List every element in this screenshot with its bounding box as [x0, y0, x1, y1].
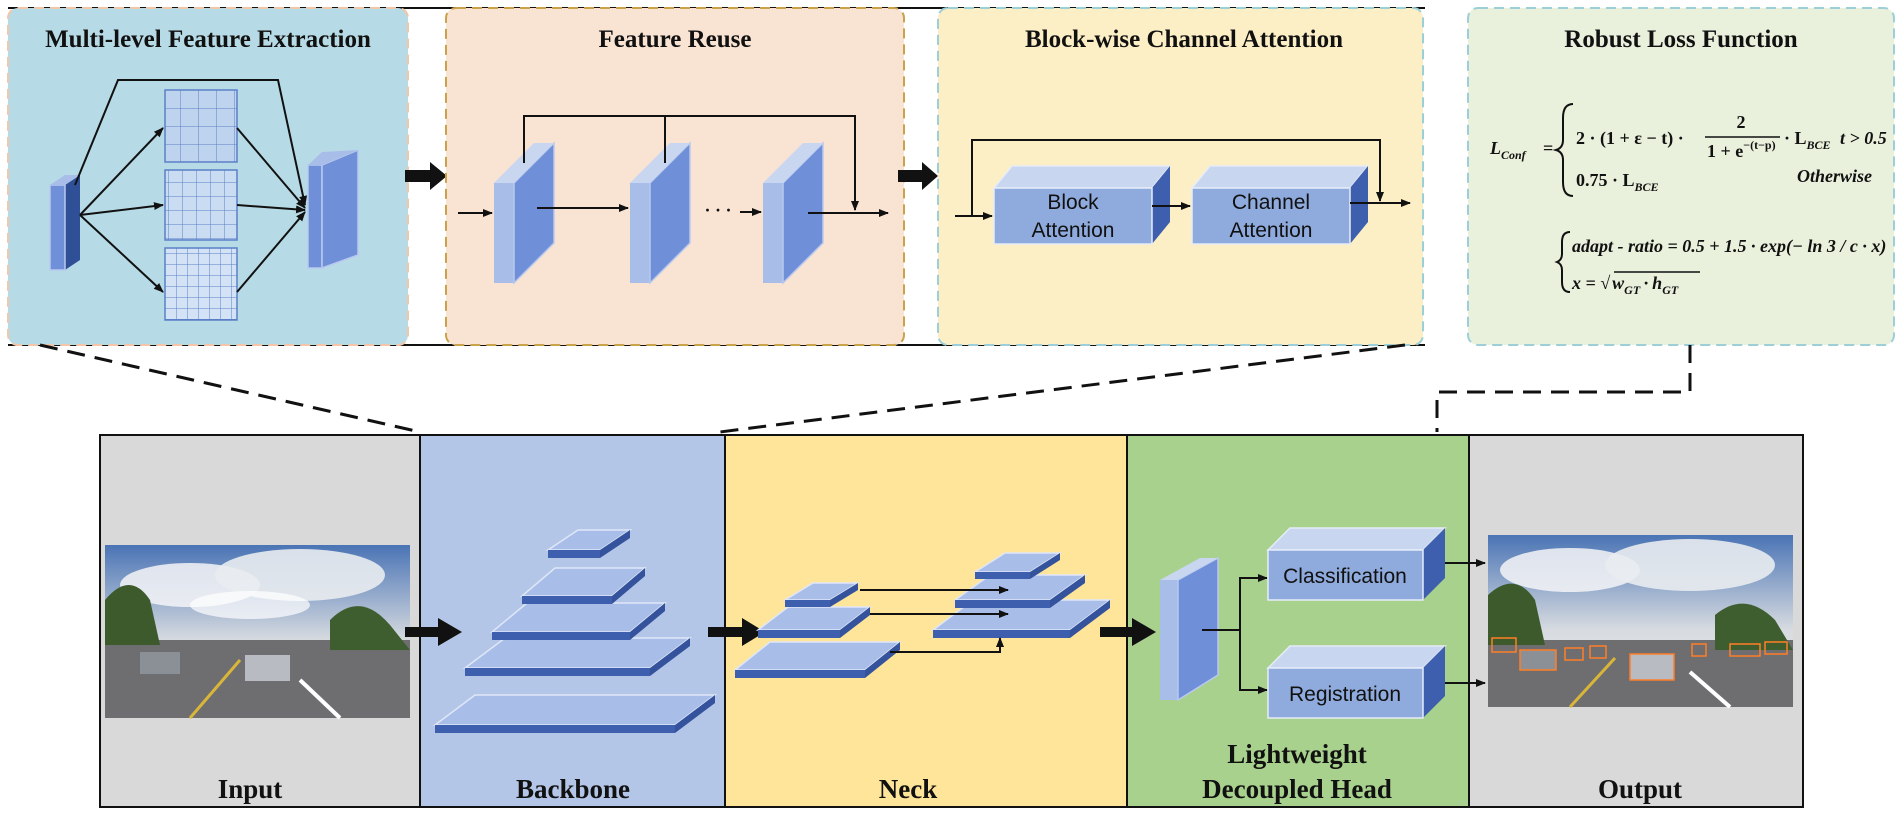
panel-title: Multi-level Feature Extraction — [45, 26, 371, 53]
case1-tail: · LBCE — [1784, 128, 1831, 152]
stage-label-head: Lightweight — [1227, 739, 1367, 769]
cond2: Otherwise — [1797, 166, 1872, 186]
panel-multi-level-feature-extraction: Multi-level Feature Extraction — [7, 7, 409, 346]
panel-block-wise-channel-attention: Block-wise Channel Attention Block Atten… — [937, 7, 1424, 346]
block-attention-label: Attention — [1032, 219, 1115, 242]
cond1: t > 0.5 — [1840, 128, 1887, 148]
adapt-ratio-expr: adapt - ratio = 0.5 + 1.5 · exp(− ln 3 /… — [1572, 236, 1886, 257]
pipeline: Classification Registration — [99, 434, 1804, 808]
dashed-connector — [719, 343, 1406, 434]
panel-feature-reuse: Feature Reuse · · · — [445, 7, 905, 346]
neck-pyramid-right — [930, 552, 1113, 638]
case1-expr: 2 · (1 + ε − t) · — [1576, 128, 1684, 149]
panel-title: Robust Loss Function — [1564, 26, 1797, 53]
stage-label-neck: Neck — [879, 774, 937, 804]
panel-title: Feature Reuse — [599, 26, 752, 53]
thick-arrow — [405, 618, 462, 646]
panel-robust-loss-function: Robust Loss Function LConf = 2 · (1 + ε … — [1467, 7, 1895, 346]
stage-label-backbone: Backbone — [516, 774, 630, 804]
case2-expr: 0.75 · LBCE — [1576, 170, 1659, 194]
channel-attention-label: Channel — [1232, 191, 1310, 214]
registration-label: Registration — [1289, 683, 1401, 706]
panel-4-bg — [1467, 7, 1895, 346]
block-attention-label: Block — [1047, 191, 1099, 214]
stage-label-input: Input — [218, 774, 283, 804]
classification-box: Classification — [1266, 527, 1447, 601]
dashed-connector — [1435, 345, 1692, 432]
adapt-ratio-formula: adapt - ratio = 0.5 + 1.5 · exp(− ln 3 /… — [1554, 231, 1886, 297]
input-image — [105, 545, 410, 720]
registration-box: Registration — [1266, 645, 1447, 719]
head-feature-block — [1160, 556, 1219, 702]
x-expr: x = √wGT·hGT — [1571, 273, 1679, 297]
output-image — [1488, 535, 1793, 709]
channel-attention-box: Channel Attention — [1190, 165, 1370, 245]
block-attention-box: Block Attention — [992, 165, 1172, 245]
neck-pyramid-left — [732, 582, 903, 678]
classification-label: Classification — [1283, 565, 1407, 588]
channel-attention-label: Attention — [1230, 219, 1313, 242]
frac-denominator: 1 + e−(t−p) — [1707, 138, 1776, 161]
loss-formula: LConf = 2 · (1 + ε − t) · 2 1 + e−(t−p) … — [1489, 103, 1887, 197]
thick-arrow — [898, 162, 938, 190]
thick-arrow — [1100, 618, 1156, 646]
frac-numerator: 2 — [1737, 112, 1746, 132]
dashed-connector — [39, 343, 421, 434]
backbone-pyramid — [432, 529, 718, 733]
panel-3-bg — [937, 7, 1424, 346]
thick-arrow — [708, 618, 765, 646]
stage-label-head: Decoupled Head — [1202, 774, 1392, 804]
thick-arrow — [405, 162, 447, 190]
stage-label-output: Output — [1598, 774, 1682, 804]
formula-lhs: LConf — [1489, 138, 1527, 162]
ellipsis: · · · — [704, 200, 731, 220]
panel-title: Block-wise Channel Attention — [1025, 26, 1343, 53]
formula-equals: = — [1543, 138, 1553, 158]
